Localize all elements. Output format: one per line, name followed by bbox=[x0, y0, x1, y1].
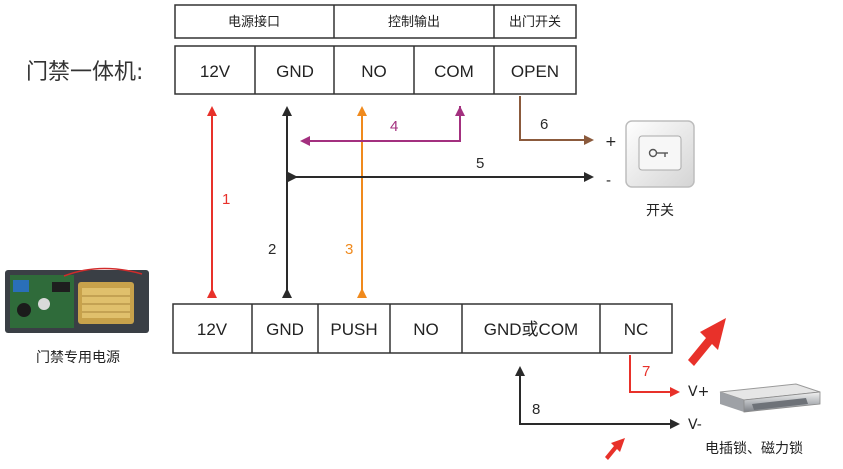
wire-6-number: 6 bbox=[540, 116, 548, 133]
lock-label: 电插锁、磁力锁 bbox=[705, 441, 803, 457]
lock-plus: V+ bbox=[688, 384, 709, 400]
psu-terminal-12v: 12V bbox=[197, 320, 228, 339]
wire-3: 3 bbox=[345, 106, 367, 298]
psu-terminal-gnd: GND bbox=[266, 320, 304, 339]
wire-4: 4 bbox=[300, 106, 465, 146]
controller-terminal-com: COM bbox=[434, 62, 474, 81]
wire-3-number: 3 bbox=[345, 241, 353, 258]
exit-switch: + - 开关 bbox=[605, 120, 695, 219]
psu-terminal-gnd-or-com: GND或COM bbox=[484, 320, 578, 339]
power-supply-block: 12V GND PUSH NO GND或COM NC 门禁专用电源 bbox=[5, 267, 673, 366]
header-control-output: 控制输出 bbox=[388, 14, 440, 30]
wire-2: 2 bbox=[268, 106, 292, 298]
wire-1-number: 1 bbox=[222, 191, 230, 208]
power-supply-label: 门禁专用电源 bbox=[36, 350, 120, 366]
lock-minus: V- bbox=[688, 417, 702, 433]
magnetic-lock-image bbox=[719, 383, 821, 413]
psu-terminal-nc: NC bbox=[624, 320, 649, 339]
exit-switch-plus: + bbox=[605, 134, 617, 150]
wire-1: 1 bbox=[207, 106, 230, 298]
wire-7-number: 7 bbox=[642, 363, 650, 380]
controller-terminal-open: OPEN bbox=[511, 62, 559, 81]
key-icon bbox=[648, 148, 668, 158]
controller-terminal-row bbox=[174, 45, 577, 95]
header-power-port: 电源接口 bbox=[228, 14, 280, 30]
wire-2-number: 2 bbox=[268, 241, 276, 258]
wire-8-number: 8 bbox=[532, 401, 540, 418]
pointer-arrow-small bbox=[605, 438, 625, 460]
controller-terminal-gnd: GND bbox=[276, 62, 314, 81]
wire-5-number: 5 bbox=[476, 155, 484, 172]
psu-terminal-no: NO bbox=[413, 320, 439, 339]
controller-terminal-12v: 12V bbox=[200, 62, 231, 81]
lock: V+ V- 电插锁、磁力锁 bbox=[688, 383, 821, 457]
pointer-arrow-large bbox=[688, 318, 726, 366]
controller-block: 门禁一体机: 电源接口 控制输出 出门开关 12V GND NO COM OPE… bbox=[26, 4, 577, 95]
exit-switch-label: 开关 bbox=[646, 203, 674, 219]
controller-header-row bbox=[174, 4, 577, 39]
wire-6: 6 bbox=[519, 96, 594, 145]
header-exit-switch: 出门开关 bbox=[509, 15, 561, 30]
wire-8: 8 bbox=[515, 366, 680, 429]
power-supply-image bbox=[5, 267, 149, 333]
wire-4-number: 4 bbox=[390, 118, 398, 135]
wire-7: 7 bbox=[629, 355, 680, 397]
psu-terminal-push: PUSH bbox=[330, 320, 377, 339]
wire-5: 5 bbox=[288, 155, 594, 182]
power-supply-terminal-row bbox=[172, 303, 673, 354]
exit-switch-minus: - bbox=[606, 173, 611, 189]
controller-label: 门禁一体机: bbox=[26, 60, 143, 85]
controller-terminal-no: NO bbox=[361, 62, 387, 81]
